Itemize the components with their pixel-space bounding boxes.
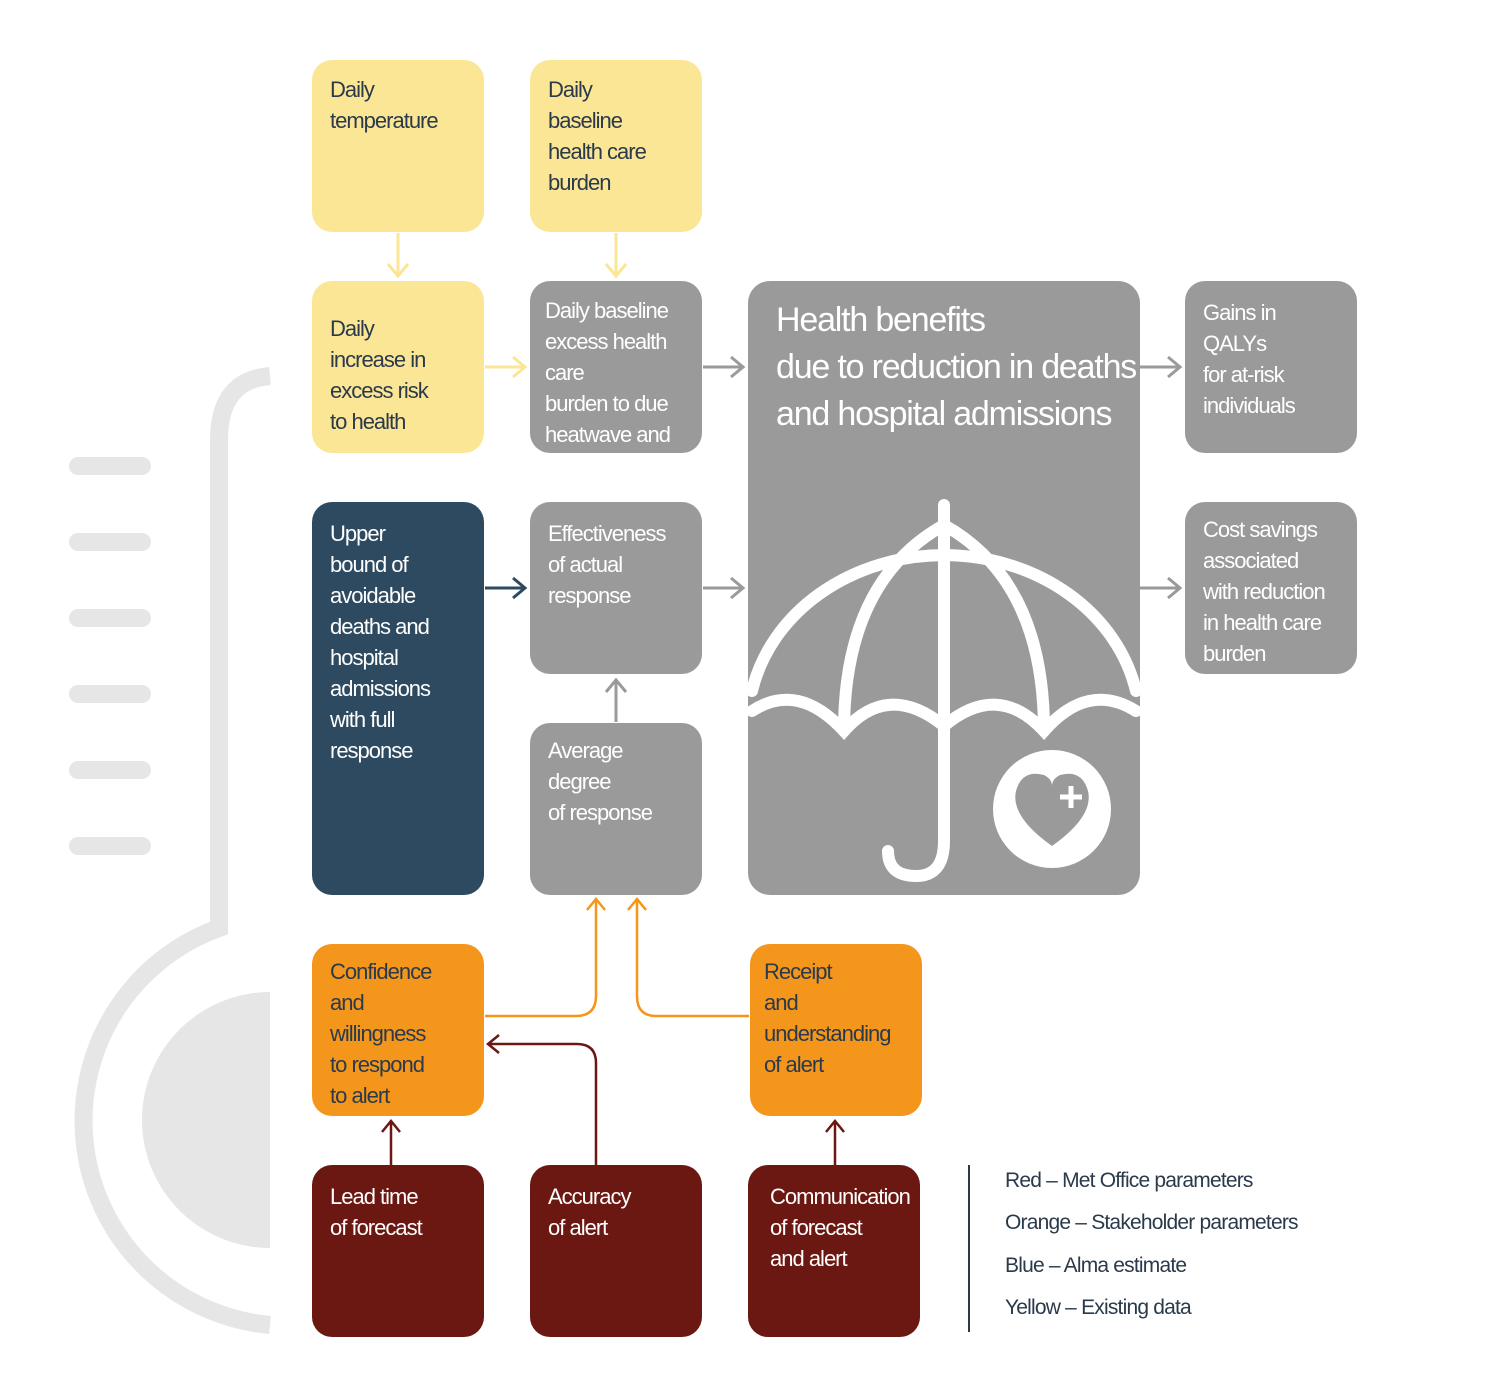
box-daily-temperature: Daily temperature — [312, 60, 484, 232]
legend-item-red: Red – Met Office parameters — [1005, 1169, 1253, 1192]
box-communication: Communication of forecast and alert — [748, 1165, 920, 1337]
box-daily-increase-risk: Daily increase in excess risk to health — [312, 281, 484, 453]
box-confidence: Confidence and willingness to respond to… — [312, 944, 484, 1116]
box-health-benefits: Health benefits due to reduction in deat… — [748, 281, 1140, 895]
legend-item-blue: Blue – Alma estimate — [1005, 1254, 1187, 1277]
box-lead-time: Lead time of forecast — [312, 1165, 484, 1337]
box-effectiveness: Effectiveness of actual response — [530, 502, 702, 674]
box-daily-excess-burden: Daily baseline excess health care burden… — [530, 281, 702, 478]
box-receipt: Receipt and understanding of alert — [750, 944, 922, 1116]
thermometer-icon — [69, 367, 272, 1334]
box-gains-qalys: Gains in QALYs for at-risk individuals — [1185, 281, 1357, 453]
health-benefits-title: Health benefits due to reduction in deat… — [776, 301, 1137, 433]
legend-item-yellow: Yellow – Existing data — [1005, 1296, 1192, 1319]
umbrella-icon — [748, 499, 1140, 883]
heart-plus-icon — [993, 750, 1111, 868]
box-daily-baseline-burden: Daily baseline health care burden — [530, 60, 702, 232]
box-accuracy: Accuracy of alert — [530, 1165, 702, 1337]
legend: Red – Met Office parameters Orange – Sta… — [968, 1165, 1299, 1332]
box-average-degree: Average degree of response — [530, 723, 702, 895]
connectors — [381, 233, 1183, 1165]
box-cost-savings: Cost savings associated with reduction i… — [1185, 502, 1357, 674]
box-upper-bound: Upper bound of avoidable deaths and hosp… — [312, 502, 484, 895]
legend-item-orange: Orange – Stakeholder parameters — [1005, 1211, 1299, 1234]
